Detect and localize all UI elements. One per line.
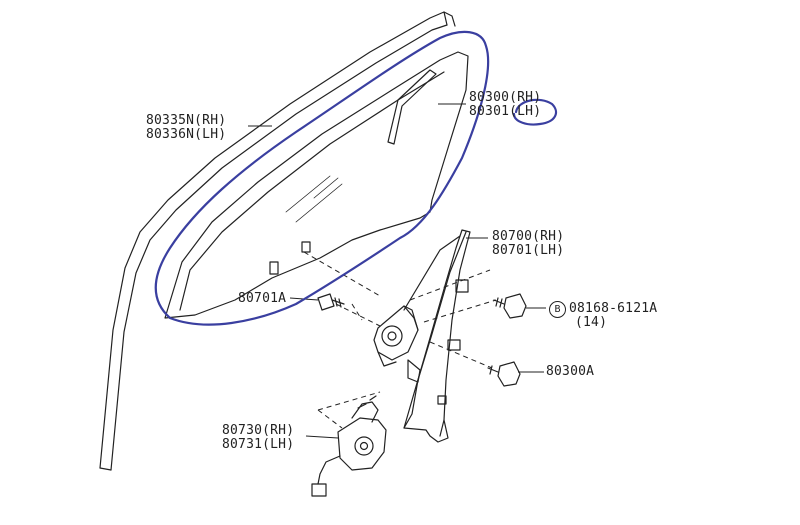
- glass-bracket-rear: [301, 241, 311, 253]
- label-bolt-80300a: 80300A: [546, 364, 595, 379]
- division-channel: [387, 69, 437, 145]
- label-window-glass-right: 80300(RH) 80301(LH): [469, 90, 542, 119]
- label-motor: 80730(RH) 80731(LH): [222, 423, 295, 452]
- regulator-rail: [403, 229, 471, 443]
- b-badge: B: [549, 301, 566, 318]
- annotation-circle-glass: [154, 30, 490, 326]
- label-window-glass-left: 80335N(RH) 80336N(LH): [146, 113, 227, 142]
- door-sash-outer: [99, 11, 456, 469]
- glass-bracket-front: [269, 261, 279, 275]
- label-bolt-08168: 08168-6121A (14): [569, 301, 658, 330]
- door-sash-inner: [110, 24, 448, 471]
- regulator-motor: [337, 417, 387, 471]
- bolt-08168: [503, 293, 527, 319]
- label-regulator: 80700(RH) 80701(LH): [492, 229, 565, 258]
- window-glass: [164, 51, 469, 319]
- label-bolt-80701a: 80701A: [238, 291, 287, 306]
- annotation-circle-lh: [512, 98, 558, 126]
- regulator-arm: [403, 235, 461, 311]
- bolt-80701a: [317, 293, 335, 311]
- bolt-80300a: [497, 361, 521, 387]
